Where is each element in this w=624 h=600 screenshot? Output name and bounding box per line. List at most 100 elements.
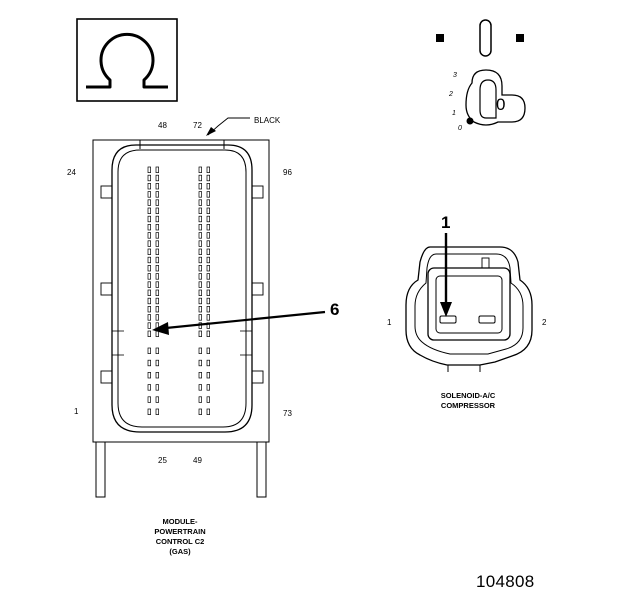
pin-cavity — [206, 408, 210, 415]
pin-cavity — [155, 224, 159, 231]
pin-cavity — [206, 248, 210, 255]
pin-cavities — [147, 166, 210, 415]
pin-label-1: 1 — [74, 407, 79, 416]
pin-label-49: 49 — [193, 456, 202, 465]
pin-cavity — [206, 347, 210, 354]
pcm-connector-body — [92, 117, 270, 498]
module-caption-line-4: (GAS) — [169, 547, 191, 556]
pin-cavity — [198, 232, 202, 239]
pin-cavity — [155, 281, 159, 288]
pin-cavity — [206, 396, 210, 403]
pin-cavity — [155, 289, 159, 296]
pin-cavity — [155, 306, 159, 313]
pin-cavity — [147, 174, 151, 182]
pin-cavity — [206, 372, 210, 379]
pin-cavity — [155, 207, 159, 214]
ignition-position-1: 1 — [452, 110, 456, 117]
pin-cavity — [206, 174, 210, 182]
solenoid-caption-line-2: COMPRESSOR — [440, 401, 496, 410]
pin-cavity — [155, 256, 159, 264]
pin-cavity — [198, 199, 202, 206]
pin-cavity — [147, 224, 151, 231]
pin-cavity — [155, 408, 159, 415]
pin-cavity — [206, 183, 210, 190]
pin-cavity — [206, 359, 210, 367]
pin-cavity — [198, 215, 202, 223]
pin-cavity — [206, 384, 210, 391]
pin-cavity — [198, 174, 202, 182]
pin-cavity — [206, 330, 210, 337]
pin-cavity — [198, 183, 202, 190]
callout-6: 6 — [330, 300, 340, 319]
pin-label-25: 25 — [158, 456, 167, 465]
pin-cavity — [147, 265, 151, 272]
pin-cavity — [155, 347, 159, 354]
pin-cavity — [198, 396, 202, 403]
pin-cavity — [198, 248, 202, 255]
pin-cavity — [155, 359, 159, 367]
pin-cavity — [155, 240, 159, 247]
pin-cavity — [147, 256, 151, 264]
pin-cavity — [155, 273, 159, 280]
pin-label-72: 72 — [193, 121, 202, 130]
ignition-position-2: 2 — [449, 91, 453, 98]
pin-cavity — [155, 396, 159, 403]
solenoid-connector-body — [405, 246, 533, 372]
pin-cavity — [147, 372, 151, 379]
ohm-symbol-icon — [76, 18, 178, 102]
pin-cavity — [198, 359, 202, 367]
pin-cavity — [147, 347, 151, 354]
pin-cavity — [147, 199, 151, 206]
solenoid-caption: SOLENOID-A/C COMPRESSOR — [408, 391, 528, 411]
pin-label-24: 24 — [67, 168, 76, 177]
pin-cavity — [155, 232, 159, 239]
pin-cavity — [147, 408, 151, 415]
pin-cavity — [147, 322, 151, 329]
ignition-switch-icon — [436, 19, 526, 126]
pin-cavity — [147, 306, 151, 313]
pin-cavity — [206, 273, 210, 280]
pin-cavity — [198, 314, 202, 321]
pin-cavity — [206, 289, 210, 296]
pin-cavity — [147, 297, 151, 305]
pin-cavity — [198, 265, 202, 272]
pin-cavity — [198, 166, 202, 173]
pin-cavity — [155, 166, 159, 173]
pin-cavity — [147, 384, 151, 391]
module-caption-line-1: MODULE- — [162, 517, 198, 526]
pin-cavity — [198, 224, 202, 231]
pin-cavity — [198, 281, 202, 288]
pin-cavity — [198, 256, 202, 264]
pin-cavity — [147, 215, 151, 223]
pin-cavity — [198, 240, 202, 247]
pin-cavity — [198, 372, 202, 379]
pin-cavity — [147, 289, 151, 296]
pin-label-96: 96 — [283, 168, 292, 177]
module-caption-line-3: CONTROL C2 — [155, 537, 205, 546]
pin-cavity — [155, 174, 159, 182]
pin-cavity — [147, 183, 151, 190]
pin-cavity — [198, 297, 202, 305]
module-caption: MODULE- POWERTRAIN CONTROL C2 (GAS) — [120, 517, 240, 557]
solenoid-caption-line-1: SOLENOID-A/C — [440, 391, 496, 400]
solenoid-pin-label-2: 2 — [542, 318, 547, 327]
pin-cavity — [155, 191, 159, 198]
pin-cavity — [155, 183, 159, 190]
pin-cavity — [206, 224, 210, 231]
pin-cavity — [206, 314, 210, 321]
connector-color-label: BLACK — [254, 116, 281, 125]
pin-cavity — [206, 191, 210, 198]
ignition-position-3: 3 — [453, 72, 457, 79]
module-caption-line-2: POWERTRAIN — [154, 527, 206, 536]
pin-cavity — [206, 265, 210, 272]
pin-cavity — [206, 166, 210, 173]
pin-cavity — [198, 347, 202, 354]
pin-cavity — [206, 232, 210, 239]
pin-cavity — [147, 281, 151, 288]
pin-cavity — [206, 256, 210, 264]
pin-cavity — [155, 248, 159, 255]
pin-cavity — [155, 215, 159, 223]
pin-cavity — [155, 199, 159, 206]
pin-cavity — [147, 359, 151, 367]
callout-arrow-1 — [440, 233, 452, 317]
